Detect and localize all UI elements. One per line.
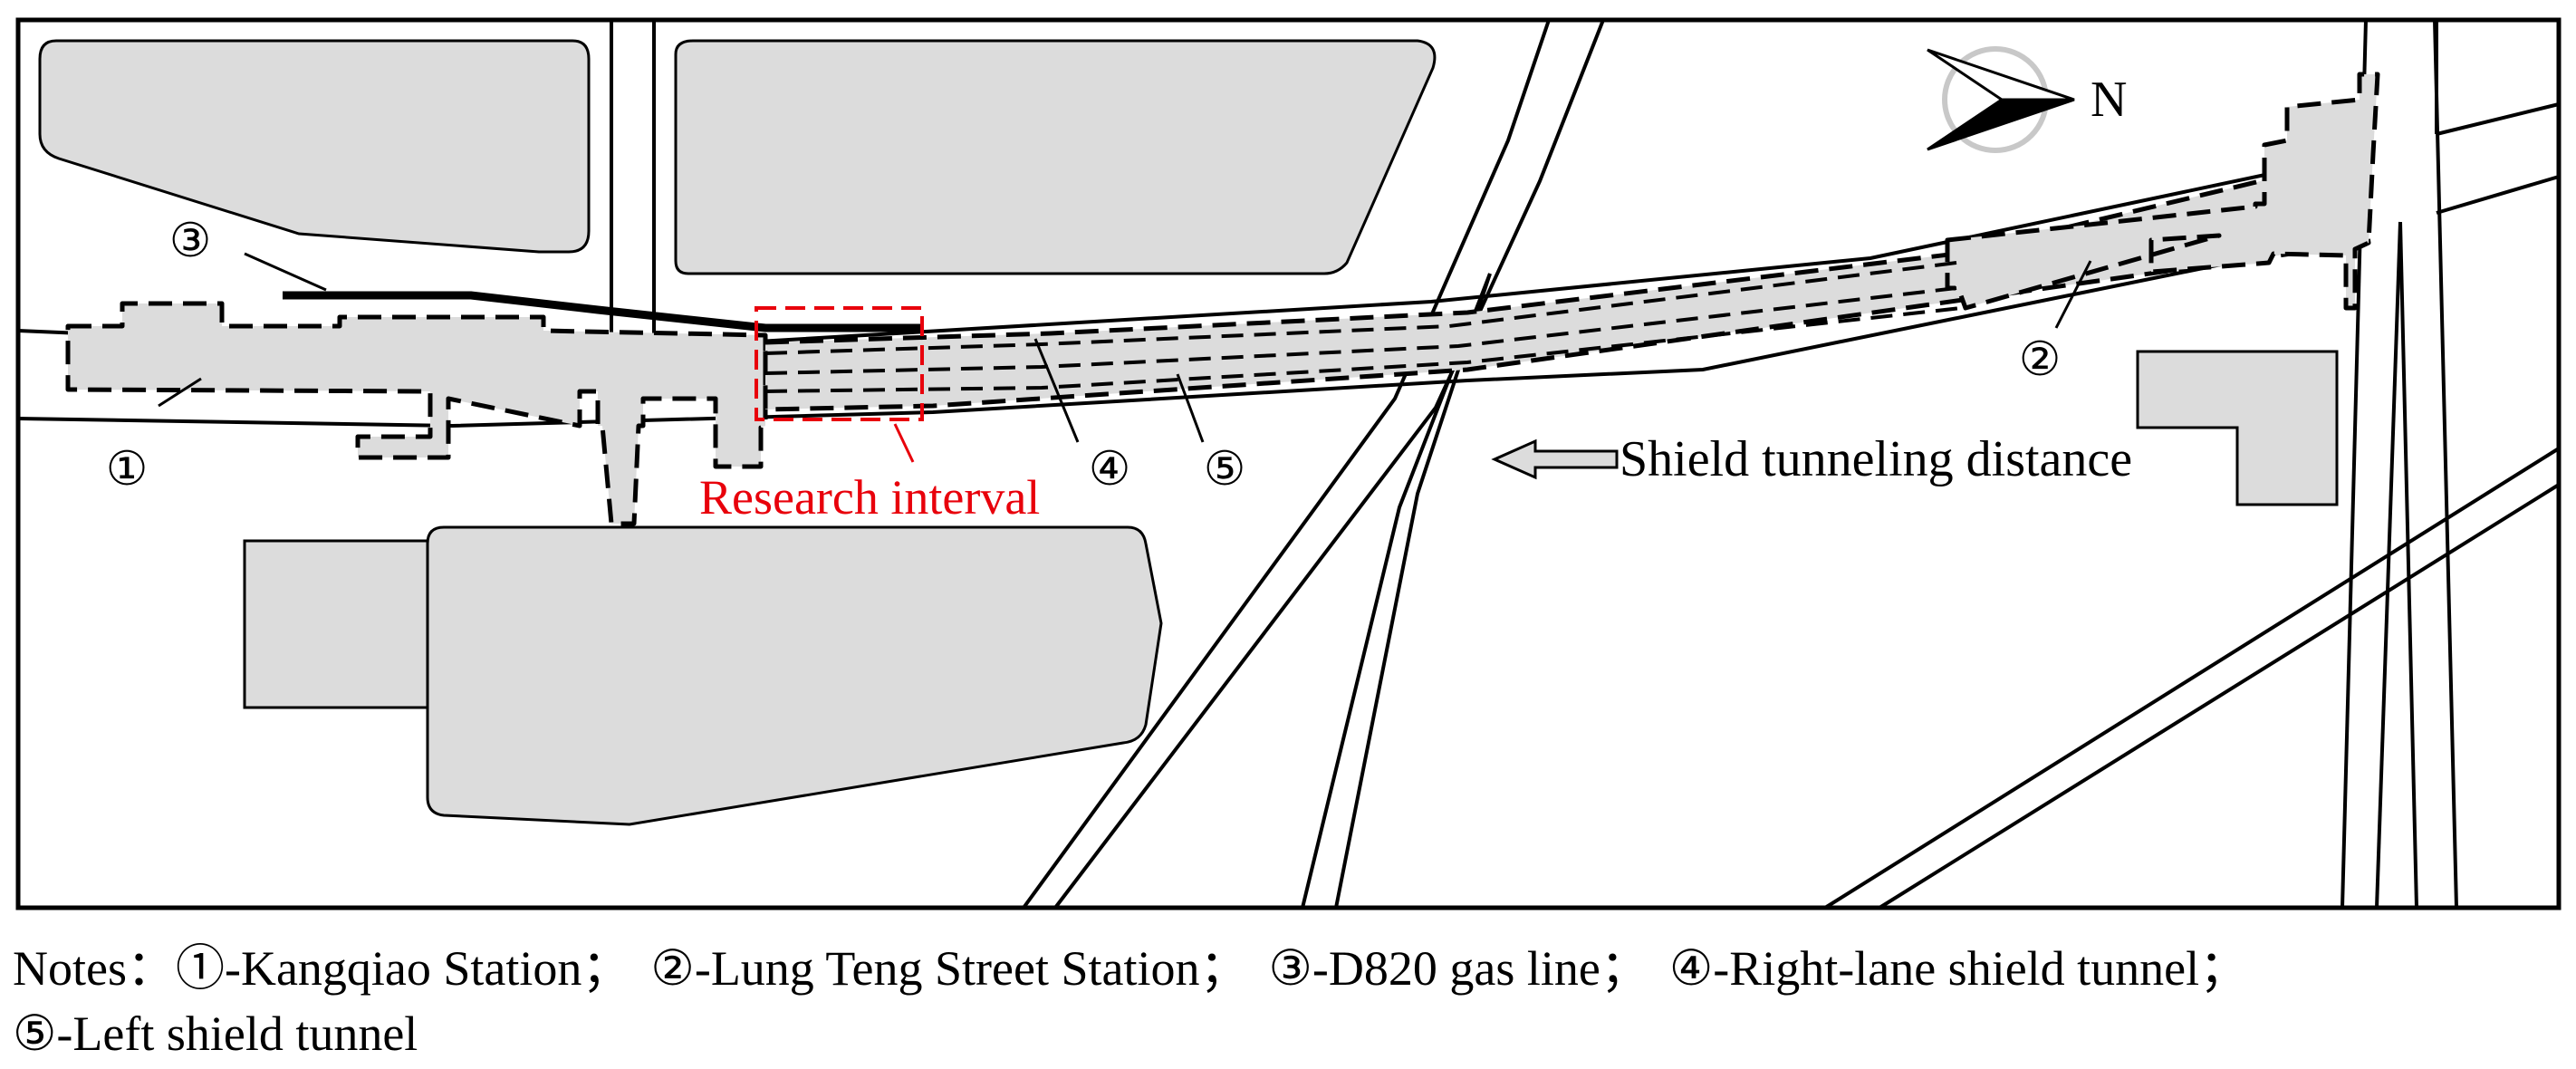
- shield-direction-arrow: [1491, 438, 1619, 480]
- building-bottom-large: [426, 525, 1163, 826]
- notes-line-1: Notes：①-Kangqiao Station； ②-Lung Teng Str…: [13, 939, 2248, 998]
- left-tunnel-line: [764, 306, 1962, 393]
- research-interval-label: Research interval: [699, 470, 1040, 525]
- d820-gas-line: [283, 291, 922, 332]
- marker-3-label: ③: [169, 214, 212, 268]
- notes-prefix: Notes：: [13, 941, 176, 996]
- note-item-left-tunnel: ⑤-Left shield tunnel: [13, 1006, 418, 1061]
- note-item-kangqiao: ①-Kangqiao Station；: [175, 941, 631, 996]
- tunnel-lines: [764, 261, 1962, 393]
- research-interval-box: [755, 306, 924, 421]
- leader-marker-4: [1033, 338, 1080, 443]
- kangqiao-station-footprint: [65, 301, 768, 526]
- leader-marker-2: [2054, 260, 2092, 329]
- leader-marker-3: [244, 252, 327, 292]
- marker-1-label: ①: [106, 442, 149, 496]
- road-right-vertical-c: [2398, 221, 2418, 909]
- building-bottom-annex: [243, 539, 429, 709]
- site-plan-map: ① ② ③ ④ ⑤ Research interval Shield tunne…: [15, 17, 2562, 910]
- marker-5-label: ⑤: [1204, 442, 1246, 496]
- north-compass: N: [1927, 46, 2127, 153]
- notes-line-2: ⑤-Left shield tunnel: [13, 1004, 418, 1064]
- road-right-horizontal-b: [2436, 175, 2560, 215]
- tunnel-corridor: [763, 156, 2371, 412]
- leader-lines: [158, 252, 2092, 463]
- road-right-diagonal-a: [1823, 447, 2561, 910]
- road-diagonal-a2: [1053, 19, 1605, 910]
- leader-marker-5: [1176, 373, 1205, 443]
- north-label: N: [2091, 72, 2127, 128]
- road-right-vertical-b: [2375, 221, 2402, 909]
- road-diagonal-a1: [1022, 19, 1551, 910]
- tunnel-middle-line: [764, 286, 1957, 375]
- buildings: [38, 39, 2339, 826]
- marker-4-label: ④: [1089, 442, 1131, 496]
- compass-needle-dark: [1927, 98, 2075, 151]
- road-right-diagonal-b: [1878, 483, 2561, 910]
- road-south-edge: [17, 236, 2356, 429]
- building-top-middle: [674, 39, 1437, 275]
- building-right-l-shape: [2136, 350, 2339, 506]
- note-item-right-lane: ④-Right-lane shield tunnel；: [1668, 941, 2249, 996]
- road-right-horizontal-a: [2436, 102, 2560, 136]
- marker-2-label: ②: [2019, 332, 2062, 387]
- leader-marker-1: [158, 377, 202, 408]
- note-item-lung-teng: ②-Lung Teng Street Station；: [650, 941, 1249, 996]
- right-lane-tunnel-line: [764, 261, 1957, 355]
- lung-teng-street-station-footprint: [1945, 72, 2380, 311]
- shield-tunneling-distance-label: Shield tunneling distance: [1620, 431, 2132, 487]
- station-and-tunnels: [65, 72, 2380, 526]
- road-right-vertical-d: [2433, 19, 2458, 909]
- building-top-left: [38, 39, 591, 254]
- note-item-gas-line: ③-D820 gas line；: [1268, 941, 1649, 996]
- leader-research-interval: [893, 423, 915, 463]
